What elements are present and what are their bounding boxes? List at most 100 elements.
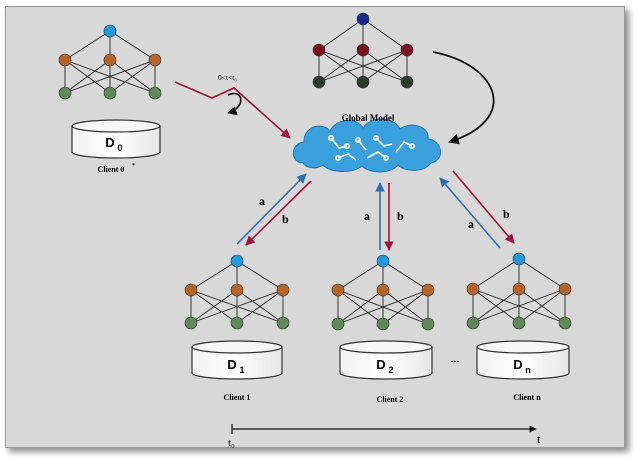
client2-label-a: a <box>364 209 370 223</box>
clientn-hidden-node <box>558 282 572 296</box>
client0-edge <box>64 59 111 94</box>
client2-edge <box>337 289 384 325</box>
client2-db-label: D <box>376 357 385 372</box>
circuit-icon <box>327 135 415 162</box>
client0-db-sub: 0 <box>117 143 122 153</box>
global-output-node <box>312 75 326 89</box>
client2-edge <box>337 289 429 325</box>
client1-output-node <box>276 316 290 330</box>
client1-database: D 1 <box>191 340 283 380</box>
client1-download-arrow <box>245 180 312 246</box>
global-hidden-node <box>356 43 370 57</box>
client1-db-label: D <box>227 357 236 372</box>
clientn-edge <box>518 288 566 324</box>
clientn-database: D n <box>476 340 570 380</box>
global-edge <box>362 18 408 51</box>
client1-input-node <box>230 254 244 268</box>
clientn-output-node <box>512 316 526 330</box>
clientn-edge <box>472 288 520 324</box>
clientn-output-node <box>466 316 480 330</box>
global-edge <box>318 18 364 51</box>
client2-db-sub: 2 <box>388 365 393 375</box>
clientn-hidden-node <box>466 282 480 296</box>
client2-hidden-node <box>331 283 345 297</box>
client0-input-node <box>103 24 117 38</box>
client0-output-node <box>58 86 72 100</box>
global-output-node <box>356 75 370 89</box>
client1-edge <box>190 260 238 291</box>
client1-edge <box>236 289 284 324</box>
clientn-db-label: D <box>513 357 522 372</box>
client1-label-a: a <box>259 194 265 208</box>
client0-hidden-node <box>103 53 117 67</box>
client-1-network <box>184 254 290 330</box>
global-model-label: Global Model <box>342 113 395 123</box>
client1-edge <box>236 260 284 291</box>
client0-hidden-node <box>58 53 72 67</box>
client1-hidden-node <box>184 283 198 297</box>
global-edge <box>318 49 364 83</box>
delay-label: 0<t<t₀ <box>218 73 237 82</box>
client0-caption: Client 0 <box>98 165 125 174</box>
client0-database: D 0 <box>71 119 161 159</box>
client1-output-node <box>184 316 198 330</box>
clientn-edge <box>472 258 520 290</box>
client1-label-b: b <box>282 212 289 226</box>
client-2-network <box>331 254 435 331</box>
client2-caption: Client 2 <box>377 395 404 404</box>
client2-output-node <box>421 317 435 331</box>
client2-edge <box>382 289 429 325</box>
client0-edge <box>109 30 156 61</box>
client1-edge <box>190 289 238 324</box>
clientn-label-a: a <box>468 217 474 231</box>
client2-hidden-node <box>376 283 390 297</box>
global-edge <box>362 49 408 83</box>
clientn-edge <box>472 288 566 324</box>
timeline-end-label: t <box>537 432 541 446</box>
client2-edge <box>382 260 429 291</box>
timeline-start-label: t₀ <box>228 437 235 449</box>
client0-caption-sup: * <box>132 163 135 169</box>
global-hidden-node <box>312 43 326 57</box>
client0-edge <box>64 30 111 61</box>
client0-output-node <box>103 86 117 100</box>
global-hidden-node <box>400 43 414 57</box>
clients-ellipsis: ... <box>451 351 460 365</box>
client0-edge <box>109 59 156 94</box>
client2-database: D 2 <box>339 340 433 380</box>
client1-caption: Client 1 <box>224 393 251 402</box>
client0-output-node <box>148 86 162 100</box>
clientn-upload-arrow <box>439 177 501 249</box>
clientn-download-arrow <box>452 170 515 244</box>
client2-input-node <box>376 254 390 268</box>
client2-output-node <box>376 317 390 331</box>
global-edge <box>318 49 408 83</box>
global-model-network <box>312 12 414 89</box>
clientn-db-sub: n <box>525 365 531 375</box>
client1-output-node <box>230 316 244 330</box>
delay-loop-arrow <box>227 92 242 116</box>
client1-db-sub: 1 <box>239 365 244 375</box>
clientn-edge <box>518 258 566 290</box>
clientn-input-node <box>512 252 526 266</box>
global-input-node <box>356 12 370 26</box>
global-model-cloud <box>292 118 441 173</box>
client1-hidden-node <box>230 283 244 297</box>
client1-upload-arrow <box>236 173 307 245</box>
client-n-network <box>466 252 572 330</box>
client0-delayed-upload-arrow <box>174 81 291 139</box>
clientn-hidden-node <box>512 282 526 296</box>
clientn-output-node <box>558 316 572 330</box>
client1-hidden-node <box>276 283 290 297</box>
client2-edge <box>337 260 384 291</box>
client2-output-node <box>331 317 345 331</box>
client0-db-label: D <box>105 135 114 150</box>
client0-hidden-node <box>148 53 162 67</box>
client-0-network <box>58 24 162 100</box>
clientn-caption: Client n <box>513 393 541 402</box>
client2-hidden-node <box>421 283 435 297</box>
client0-edge <box>64 59 156 94</box>
client2-label-b: b <box>397 209 404 223</box>
